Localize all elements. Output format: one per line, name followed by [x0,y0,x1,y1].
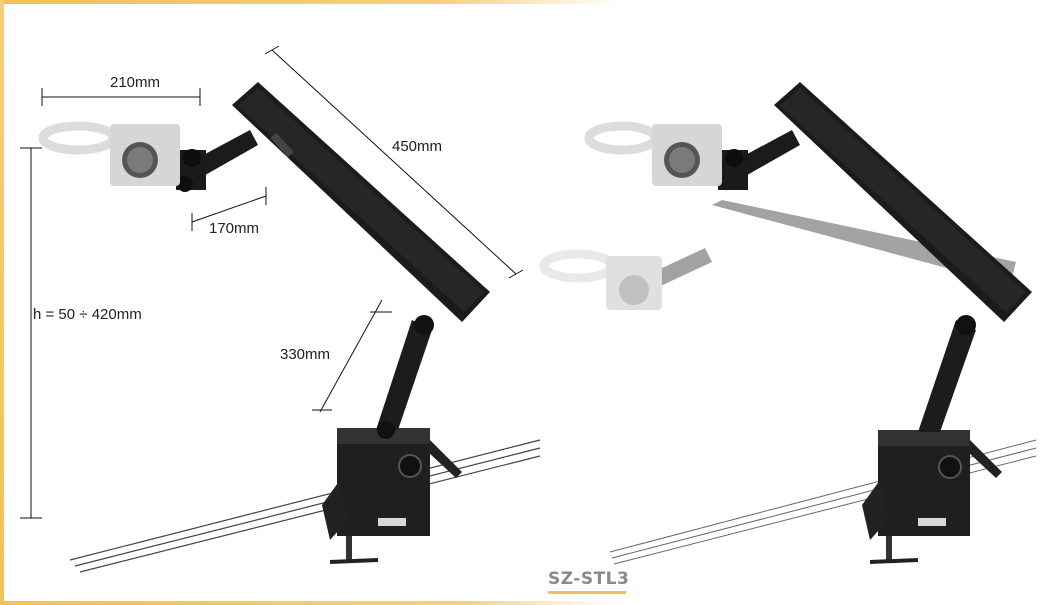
lower-arm-left [376,315,434,439]
ghost-arm-position [539,200,1016,310]
frame-bottom-border [0,601,610,605]
bench-rails-left [69,439,541,573]
bench-rails-right [609,439,1037,565]
dimension-label-height: h = 50 ÷ 420mm [33,306,142,323]
stand-left [38,82,541,573]
clamp-block-right [862,430,1002,564]
stand-right [539,82,1037,565]
frame-top-border [0,0,620,4]
dimension-label-330: 330mm [280,346,331,363]
lower-arm-right [918,315,976,432]
dimension-lines [20,45,524,519]
microscope-holder-right [584,121,800,190]
frame-left-border [0,0,4,605]
dimension-label-170: 170mm [209,220,260,237]
clamp-block-left [322,428,462,564]
model-name: SZ-STL3 [548,569,630,589]
dimension-label-210: 210mm [110,74,161,91]
dimension-label-450: 450mm [392,138,443,155]
main-arm-left [232,82,490,322]
main-arm-right [774,82,1032,322]
model-underline [548,591,626,594]
microscope-holder-left [38,121,258,192]
